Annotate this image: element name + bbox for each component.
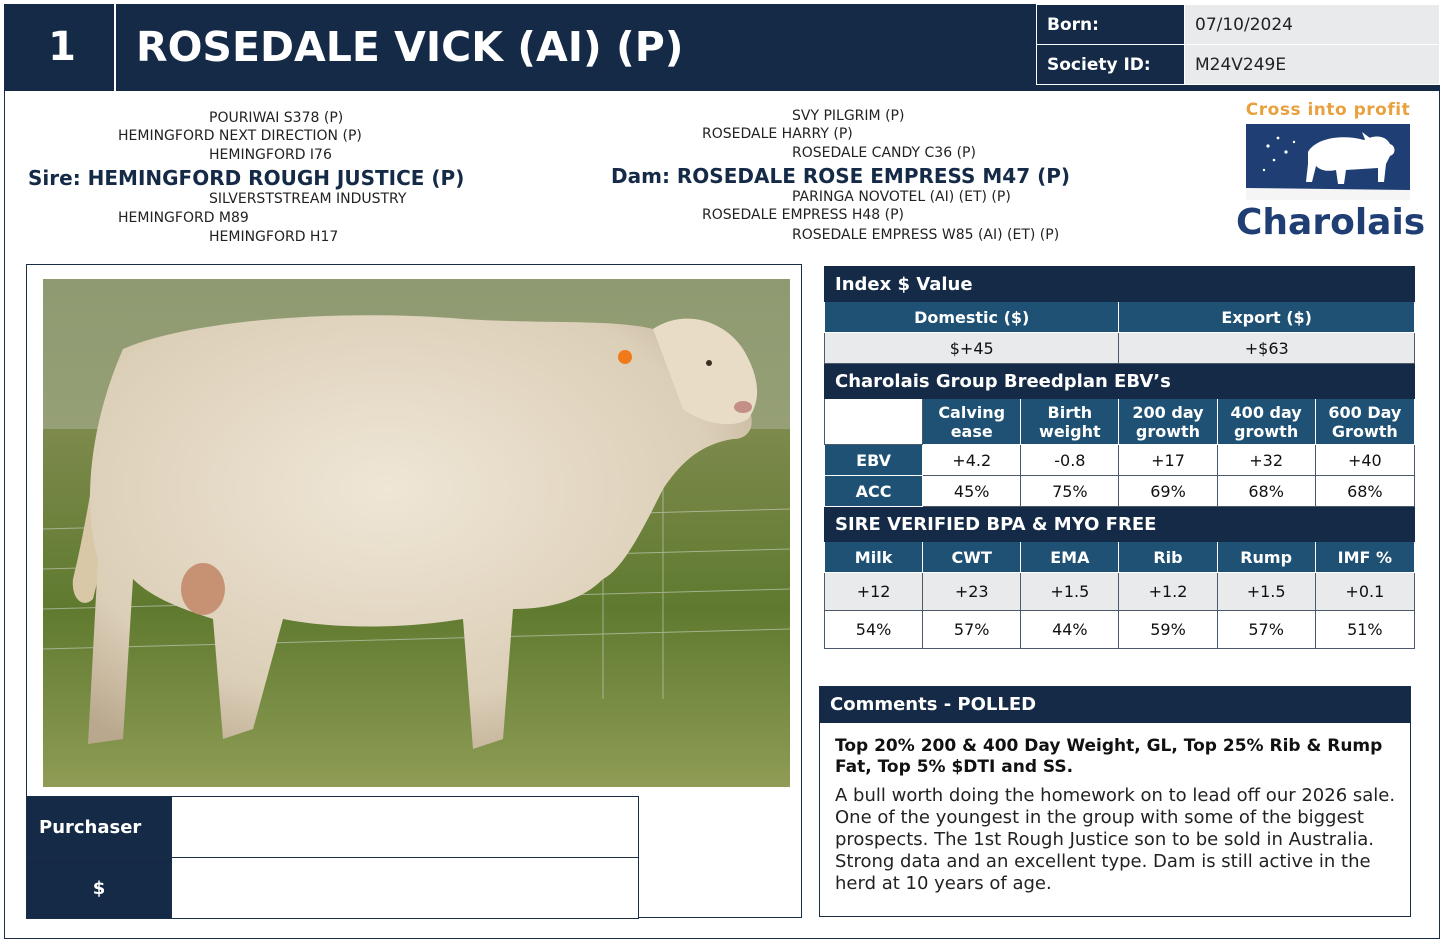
pedigree-dam-sire-sire: SVY PILGRIM (P) xyxy=(792,108,905,124)
lot-number: 1 xyxy=(48,24,76,70)
carcase-accuracy: 44% xyxy=(1020,610,1120,649)
acc-value: 45% xyxy=(922,475,1022,507)
carcase-header-cwt: CWT xyxy=(922,541,1022,573)
pedigree-dam: Dam: ROSEDALE ROSE EMPRESS M47 (P) xyxy=(611,164,1071,188)
carcase-accuracy: 54% xyxy=(823,610,924,649)
acc-value: 68% xyxy=(1314,475,1416,507)
ebv-header-birth-weight: Birth weight xyxy=(1020,398,1120,445)
purchaser-field[interactable] xyxy=(171,796,639,858)
ebv-title: Charolais Group Breedplan EBV’s xyxy=(824,363,1415,399)
ebv-value: -0.8 xyxy=(1020,444,1120,476)
purchase-table: Purchaser $ xyxy=(26,796,639,919)
ebv-value: +40 xyxy=(1314,444,1416,476)
carcase-accuracy: 51% xyxy=(1314,610,1416,649)
logo-bull-icon xyxy=(1246,124,1410,200)
acc-value: 69% xyxy=(1118,475,1218,507)
animal-name: ROSEDALE VICK (AI) (P) xyxy=(136,23,684,71)
pedigree-sire-dam: HEMINGFORD M89 xyxy=(118,210,249,226)
comments-highlight: Top 20% 200 & 400 Day Weight, GL, Top 25… xyxy=(835,736,1383,777)
carcase-header-imf: IMF % xyxy=(1314,541,1416,573)
pedigree-dam-granddam: ROSEDALE CANDY C36 (P) xyxy=(792,145,976,161)
stats-table: Index $ Value Domestic ($) Export ($) $+… xyxy=(823,266,1416,649)
pedigree-dam-dam-dam: ROSEDALE EMPRESS W85 (AI) (ET) (P) xyxy=(792,227,1060,243)
acc-value: 75% xyxy=(1020,475,1120,507)
bull-photo xyxy=(43,279,790,787)
acc-row-label: ACC xyxy=(823,475,924,507)
carcase-header-ema: EMA xyxy=(1020,541,1120,573)
carcase-value: +1.2 xyxy=(1118,572,1218,611)
pedigree-sire-dam-dam: HEMINGFORD H17 xyxy=(209,229,339,245)
carcase-header-rib: Rib xyxy=(1118,541,1218,573)
carcase-header-rump: Rump xyxy=(1216,541,1316,573)
ebv-row-label: EBV xyxy=(823,444,924,476)
pedigree-dam-dam: ROSEDALE EMPRESS H48 (P) xyxy=(702,207,905,223)
charolais-logo: Cross into profit Charolais xyxy=(1236,98,1426,248)
ebv-value: +17 xyxy=(1118,444,1218,476)
index-title: Index $ Value xyxy=(824,266,1415,302)
pedigree-sire-dam-sire: SILVERSTSTREAM INDUSTRY xyxy=(209,191,407,207)
carcase-value: +1.5 xyxy=(1020,572,1120,611)
carcase-accuracy: 59% xyxy=(1118,610,1218,649)
carcase-value: +12 xyxy=(823,572,924,611)
comments-panel: Comments - POLLED Top 20% 200 & 400 Day … xyxy=(819,686,1411,917)
logo-wordmark: Charolais xyxy=(1236,202,1426,243)
index-value-export: +$63 xyxy=(1118,332,1415,364)
carcase-header-milk: Milk xyxy=(823,541,924,573)
pedigree-sire-grandsire: HEMINGFORD NEXT DIRECTION (P) xyxy=(118,128,362,144)
born-value: 07/10/2024 xyxy=(1184,4,1440,45)
pedigree-sire: Sire: HEMINGFORD ROUGH JUSTICE (P) xyxy=(28,166,465,190)
society-id-label: Society ID: xyxy=(1036,44,1185,85)
pedigree-sire-sire: POURIWAI S378 (P) xyxy=(209,110,344,126)
price-label: $ xyxy=(26,857,172,919)
ebv-header-600-day: 600 Day Growth xyxy=(1314,398,1416,445)
comments-title: Comments - POLLED xyxy=(820,687,1410,723)
acc-value: 68% xyxy=(1216,475,1316,507)
logo-tagline: Cross into profit xyxy=(1245,100,1411,120)
price-field[interactable] xyxy=(171,857,639,919)
info-table: Born: 07/10/2024 Society ID: M24V249E xyxy=(1036,4,1440,85)
pedigree-dam-dam-sire: PARINGA NOVOTEL (AI) (ET) (P) xyxy=(792,189,1011,205)
purchaser-label: Purchaser xyxy=(26,796,172,858)
society-id-value: M24V249E xyxy=(1184,44,1440,85)
carcase-accuracy: 57% xyxy=(1216,610,1316,649)
ebv-header-blank xyxy=(823,398,924,445)
ebv-value: +32 xyxy=(1216,444,1316,476)
born-label: Born: xyxy=(1036,4,1185,45)
carcase-value: +0.1 xyxy=(1314,572,1416,611)
carcase-accuracy: 57% xyxy=(922,610,1022,649)
pedigree-dam-grandsire: ROSEDALE HARRY (P) xyxy=(702,126,853,142)
carcase-value: +1.5 xyxy=(1216,572,1316,611)
ebv-header-400-day: 400 day growth xyxy=(1216,398,1316,445)
header-divider xyxy=(114,4,116,91)
comments-body: A bull worth doing the homework on to le… xyxy=(835,785,1396,894)
index-value-domestic: $+45 xyxy=(823,332,1120,364)
index-header-domestic: Domestic ($) xyxy=(823,301,1120,333)
index-header-export: Export ($) xyxy=(1118,301,1415,333)
carcase-value: +23 xyxy=(922,572,1022,611)
ebv-header-200-day: 200 day growth xyxy=(1118,398,1218,445)
ebv-header-calving-ease: Calving ease xyxy=(922,398,1022,445)
ebv-value: +4.2 xyxy=(922,444,1022,476)
pedigree-sire-granddam: HEMINGFORD I76 xyxy=(209,147,332,163)
carcase-title: SIRE VERIFIED BPA & MYO FREE xyxy=(824,506,1415,542)
